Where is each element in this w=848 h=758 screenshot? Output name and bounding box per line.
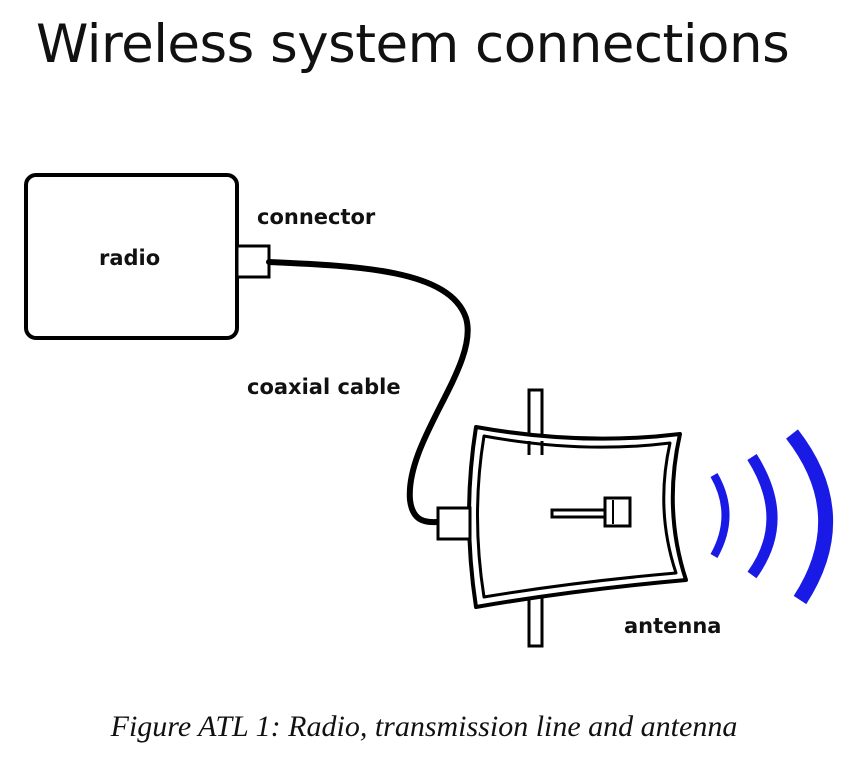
antenna-panel [467, 425, 688, 609]
radio-label: radio [99, 246, 161, 270]
radio-connector-icon [235, 244, 271, 279]
signal-waves-icon [710, 429, 833, 605]
figure-caption: Figure ATL 1: Radio, transmission line a… [110, 710, 738, 743]
coaxial-cable-label: coaxial cable [247, 375, 401, 399]
antenna-connector-icon [436, 506, 472, 541]
page-title: Wireless system connections [36, 14, 790, 75]
connector-label: connector [257, 205, 376, 229]
antenna-label: antenna [624, 614, 722, 638]
coaxial-cable-line [266, 259, 471, 526]
